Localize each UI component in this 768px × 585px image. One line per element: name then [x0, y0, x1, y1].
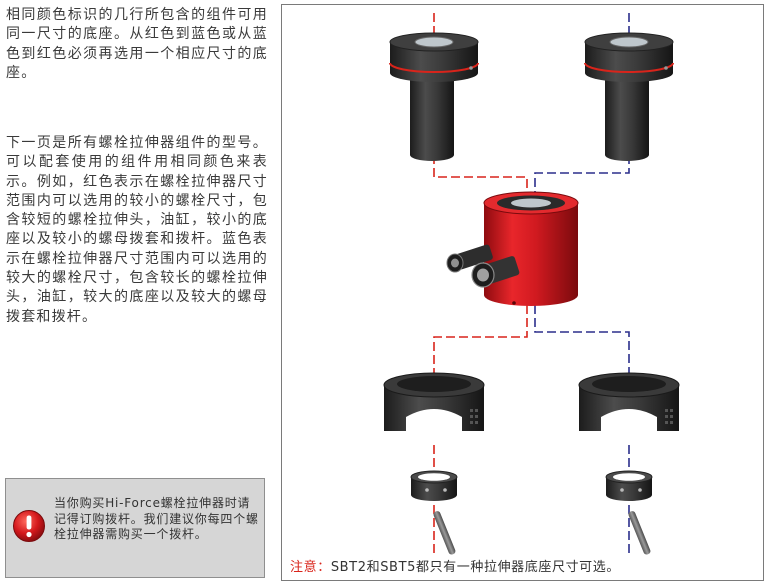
tension-head-short: [389, 32, 479, 161]
nut-socket-small: [410, 470, 458, 501]
intro-paragraph: 相同颜色标识的几行所包含的组件可用同一尺寸的底座。从红色到蓝色或从蓝色到红色必须…: [6, 7, 268, 81]
component-illustration: [383, 13, 680, 555]
figure-note: 注意：SBT2和SBT5都只有一种拉伸器底座尺寸可选。: [290, 556, 620, 575]
notice-box: 当你购买Hi-Force螺栓拉伸器时请记得订购拨杆。我们建议你每四个螺栓拉伸器需…: [5, 478, 265, 578]
nut-socket-large: [605, 470, 653, 501]
tension-head-long: [584, 32, 674, 161]
bridge-large: [578, 372, 680, 431]
description-paragraph: 下一页是所有螺栓拉伸器组件的型号。可以配套使用的组件用相同颜色来表示。例如，红色…: [6, 135, 268, 325]
tommy-bar-small: [433, 511, 456, 555]
exclamation-icon: [13, 510, 45, 542]
bridge-small: [383, 372, 485, 431]
tommy-bar-large: [628, 511, 651, 555]
figure-note-label: 注意：: [290, 560, 331, 575]
notice-text: 当你购买Hi-Force螺栓拉伸器时请记得订购拨杆。我们建议你每四个螺栓拉伸器需…: [54, 496, 259, 541]
hydraulic-cylinder: [446, 191, 579, 306]
component-diagram: 注意：SBT2和SBT5都只有一种拉伸器底座尺寸可选。: [281, 4, 764, 581]
figure-note-text: SBT2和SBT5都只有一种拉伸器底座尺寸可选。: [330, 560, 620, 575]
